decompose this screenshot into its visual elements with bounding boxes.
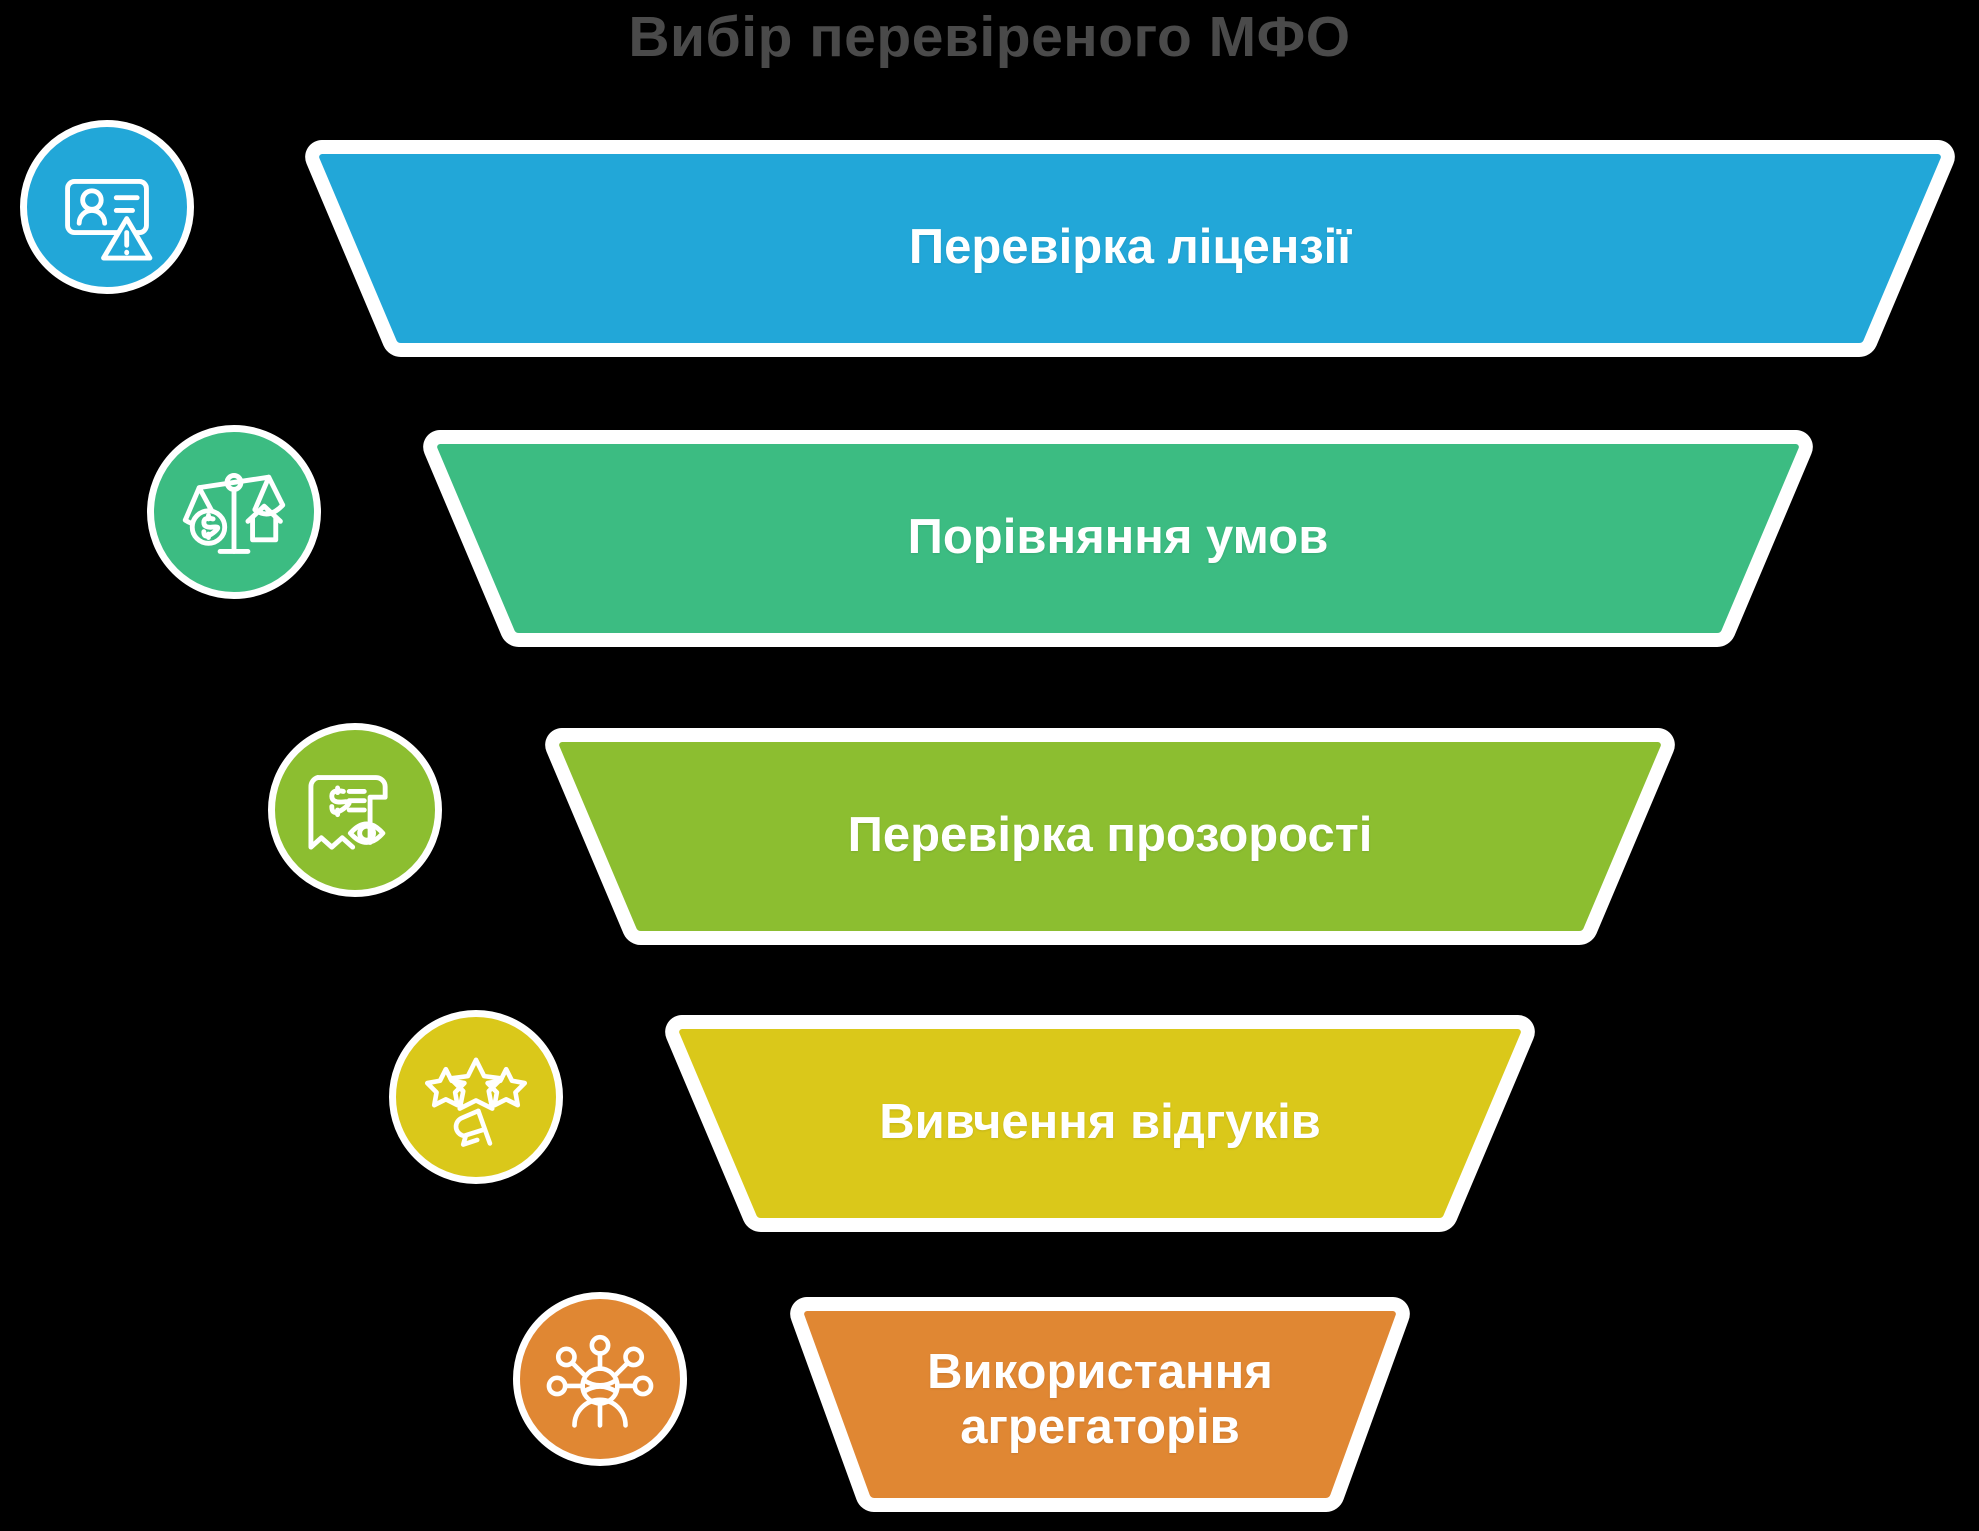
- stage-2-icon-circle[interactable]: [147, 425, 321, 599]
- stage-1-band-shape: [305, 140, 1955, 357]
- stars-megaphone-icon: [418, 1039, 534, 1155]
- stage-4-band[interactable]: Вивчення відгуків: [660, 1010, 1540, 1235]
- stage-5-icon-circle[interactable]: [513, 1292, 687, 1466]
- stage-1-band[interactable]: Перевірка ліцензії: [300, 135, 1960, 360]
- stage-3-band[interactable]: Перевірка прозорості: [540, 723, 1680, 948]
- stage-2-band-shape: [423, 430, 1813, 647]
- stage-5-band[interactable]: Використання агрегаторів: [785, 1292, 1415, 1520]
- stage-1-icon-circle[interactable]: [20, 120, 194, 294]
- stage-3-icon-circle[interactable]: [268, 723, 442, 897]
- stage-4-band-shape: [665, 1015, 1535, 1232]
- network-person-icon: [542, 1321, 658, 1437]
- stage-4-icon-circle[interactable]: [389, 1010, 563, 1184]
- balance-scale-icon: [176, 454, 292, 570]
- stage-5-band-shape: [790, 1297, 1410, 1512]
- receipt-eye-icon: [297, 752, 413, 868]
- page-title: Вибір перевіреного МФО: [628, 5, 1351, 69]
- stage-3-band-shape: [545, 728, 1675, 945]
- stage-2-band[interactable]: Порівняння умов: [418, 425, 1818, 650]
- id-card-warning-icon: [49, 149, 165, 265]
